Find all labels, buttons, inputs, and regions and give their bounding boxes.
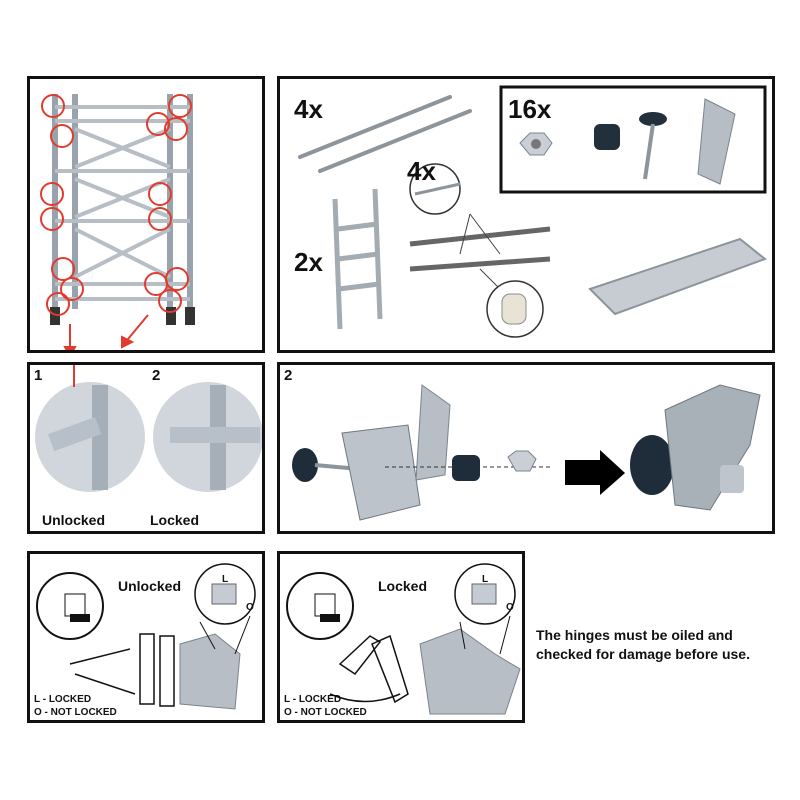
- lock-states-illustration: [35, 365, 262, 492]
- rail-quantity: 4x: [294, 94, 323, 124]
- hinge-unlocked-panel: Unlocked L - LOCKED O - NOT LOCKED L O: [27, 551, 265, 723]
- hinge-unlocked-illustration: [36, 563, 256, 710]
- hinge-unlocked-title: Unlocked: [118, 578, 182, 594]
- hinge-unlocked-dial-o: O: [246, 602, 254, 613]
- maintenance-note: The hinges must be oiled and checked for…: [536, 626, 776, 664]
- hinge-locked-dial-o: O: [506, 602, 514, 613]
- hinge-unlocked-legend-o: O - NOT LOCKED: [34, 707, 117, 718]
- hinge-locked-title: Locked: [378, 578, 428, 594]
- locked-caption: Locked: [150, 512, 200, 528]
- lock-states-panel: 1 2 Unlocked Locked: [27, 362, 265, 534]
- assembly-illustration: [292, 384, 761, 521]
- hinge-locked-legend-l: L - LOCKED: [284, 694, 342, 705]
- assembly-panel: 2: [277, 362, 775, 534]
- hinge-unlocked-dial-l: L: [222, 574, 229, 585]
- brace-quantity: 4x: [407, 156, 436, 186]
- hardware-quantity: 16x: [508, 94, 552, 124]
- lock-step-number: 1: [34, 367, 43, 384]
- hinge-locked-dial-l: L: [482, 574, 489, 585]
- maintenance-note-line-1: The hinges must be oiled and: [536, 627, 733, 643]
- hinge-locked-illustration: [286, 563, 521, 715]
- unlocked-caption: Unlocked: [42, 512, 106, 528]
- parts-illustration: [298, 85, 768, 338]
- parts-panel: 4x 2x 4x 16x: [277, 76, 775, 353]
- hinge-locked-panel: Locked L - LOCKED O - NOT LOCKED L O: [277, 551, 525, 723]
- frame-quantity: 2x: [294, 247, 323, 277]
- scaffold-panel: [27, 76, 265, 353]
- hinge-unlocked-legend-l: L - LOCKED: [34, 694, 92, 705]
- lock-second-step-number: 2: [152, 367, 161, 384]
- hinge-locked-legend-o: O - NOT LOCKED: [284, 707, 367, 718]
- assembly-step-number: 2: [284, 367, 293, 384]
- maintenance-note-line-2: checked for damage before use.: [536, 646, 750, 662]
- scaffold-illustration: [40, 94, 195, 350]
